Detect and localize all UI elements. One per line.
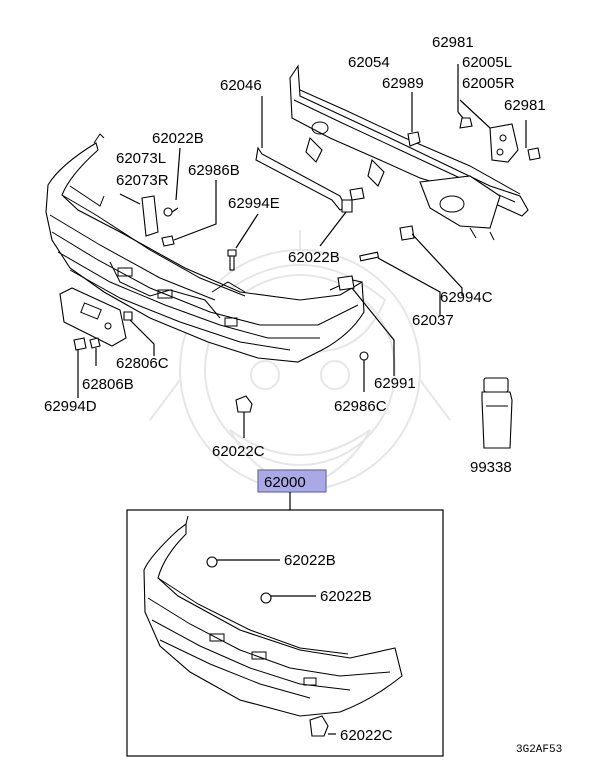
label-62000[interactable]: 62000 (264, 474, 306, 491)
clip-62991 (337, 275, 395, 376)
sealant-bottle-99338 (481, 377, 513, 449)
label-62986B[interactable]: 62986B (188, 162, 240, 179)
label-62806B[interactable]: 62806B (82, 376, 134, 393)
label-62981-top[interactable]: 62981 (432, 34, 474, 51)
label-62037[interactable]: 62037 (412, 312, 454, 329)
clip-62989 (407, 92, 421, 147)
clip-62022C-box (309, 715, 336, 737)
label-99338[interactable]: 99338 (470, 459, 512, 476)
license-bracket (59, 287, 155, 366)
bracket-62073 (119, 193, 159, 237)
label-62054[interactable]: 62054 (348, 54, 390, 71)
bolt-62994D (73, 337, 87, 398)
label-62022C-top[interactable]: 62022C (212, 443, 265, 460)
screw-62981-top (457, 64, 473, 129)
bolt-62022B-left (163, 147, 181, 217)
label-62991[interactable]: 62991 (374, 375, 416, 392)
label-62022B-mid[interactable]: 62022B (288, 249, 340, 266)
front-bumper-assembly (143, 515, 403, 717)
bolt-62022B-box1 (206, 556, 280, 568)
pin-62037 (359, 251, 441, 316)
label-62005L[interactable]: 62005L (462, 54, 512, 71)
diagram-code: 3G2AF53 (516, 744, 562, 756)
screw-62986C (359, 351, 369, 392)
label-62022B-box2[interactable]: 62022B (320, 588, 372, 605)
label-62022C-box[interactable]: 62022C (340, 727, 393, 744)
label-62994E[interactable]: 62994E (228, 195, 280, 212)
label-62022B-box1[interactable]: 62022B (284, 552, 336, 569)
screw-62986B (161, 180, 217, 247)
bolt-62994C (399, 225, 463, 296)
label-62073L[interactable]: 62073L (116, 150, 166, 167)
label-62994D[interactable]: 62994D (44, 398, 97, 415)
label-62986C[interactable]: 62986C (334, 398, 387, 415)
assembly-box (126, 509, 444, 757)
front-bumper-upper (45, 133, 365, 363)
screw-62981-right (525, 120, 541, 161)
label-62022B-left[interactable]: 62022B (152, 130, 204, 147)
part-62000-callout[interactable]: 62000 (257, 469, 327, 493)
clip-62022C-top (235, 395, 253, 438)
label-62806C[interactable]: 62806C (116, 355, 169, 372)
label-62005R[interactable]: 62005R (462, 75, 515, 92)
label-62994C[interactable]: 62994C (440, 289, 493, 306)
bolt-62022B-mid (319, 187, 365, 247)
label-62046[interactable]: 62046 (220, 77, 262, 94)
bumper-reinforcement (289, 64, 529, 241)
bolt-62994E (227, 213, 259, 271)
label-62981-right[interactable]: 62981 (504, 97, 546, 114)
bolt-62022B-box2 (260, 592, 316, 604)
bracket-62005 (459, 99, 519, 163)
label-62073R[interactable]: 62073R (116, 172, 169, 189)
label-62989[interactable]: 62989 (382, 75, 424, 92)
